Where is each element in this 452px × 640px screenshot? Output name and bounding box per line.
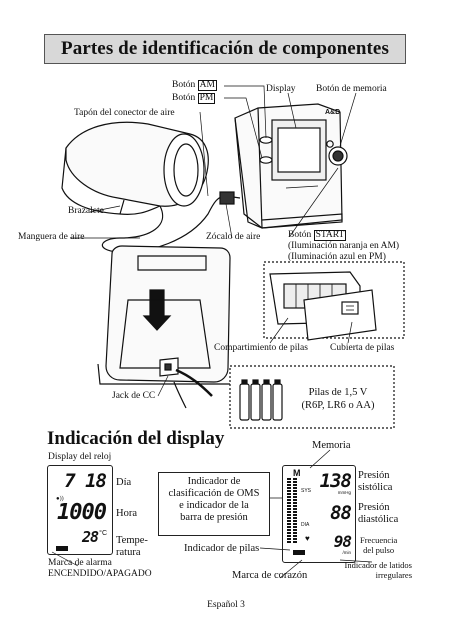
- am-button-label: Botón AM: [172, 80, 217, 91]
- pulse-unit: /min: [342, 550, 351, 555]
- monitor-back-illustration: [97, 245, 231, 409]
- dc-jack-label: Jack de CC: [112, 391, 156, 401]
- air-hose-label: Manguera de aire: [18, 232, 85, 242]
- pressure-bar-left: [287, 478, 291, 544]
- diastolic-label: Presión diastólica: [358, 502, 399, 525]
- battery-indicator-icon: [293, 550, 305, 555]
- battery-cover-label: Cubierta de pilas: [330, 343, 395, 353]
- clock-display-label: Display del reloj: [48, 452, 112, 462]
- heart-mark-label: Marca de corazón: [232, 570, 308, 581]
- day-value: 7 18: [64, 470, 107, 492]
- display-label: Display: [266, 84, 296, 94]
- batteries-label: Pilas de 1,5 V (R6P, LR6 o AA): [301, 387, 375, 411]
- temperature-label: Tempe- ratura: [116, 535, 148, 558]
- air-plug-label: Tapón del conector de aire: [74, 108, 175, 118]
- page-title: Partes de identificación de componentes: [61, 38, 389, 59]
- heart-icon: ♥: [305, 534, 310, 543]
- memory-label: Memoria: [312, 440, 351, 451]
- systolic-label: Presión sistólica: [358, 470, 393, 493]
- sys-value: 138: [319, 470, 352, 492]
- who-classification-callout: Indicador de clasificación de OMS e indi…: [158, 472, 270, 536]
- sys-tag: SYS: [301, 488, 312, 494]
- cuff-illustration: [61, 121, 209, 215]
- alarm-mark-label: Marca de alarma ENCENDIDO/APAGADO: [48, 558, 152, 579]
- time-label: Hora: [116, 508, 137, 519]
- pm-button-label: Botón PM: [172, 93, 216, 104]
- alarm-on-indicator: [56, 546, 68, 551]
- sys-unit: mmHg: [337, 490, 351, 495]
- air-socket-label: Zócalo de aire: [206, 232, 261, 242]
- clock-lcd-panel: 7 18 ●)) 1000 28 °C: [47, 465, 113, 555]
- section-title-banner: Partes de identificación de componentes: [44, 34, 406, 64]
- pulse-value: 98: [333, 532, 352, 551]
- pressure-bar-right: [293, 478, 297, 544]
- temp-unit: °C: [99, 530, 107, 537]
- page-number: Español 3: [207, 600, 245, 610]
- battery-indicator-label: Indicador de pilas: [184, 543, 260, 554]
- temp-value: 28: [81, 528, 99, 546]
- display-section-title: Indicación del display: [47, 428, 225, 449]
- pulse-label: Frecuencia del pulso: [360, 535, 398, 555]
- time-value: 1000: [57, 500, 107, 525]
- battery-compartment-illustration: [263, 261, 405, 341]
- monitor-illustration: [234, 103, 348, 229]
- alarm-bell-icon: ●)): [56, 496, 64, 502]
- day-label: Día: [116, 477, 132, 488]
- batteries-illustration: [229, 365, 395, 429]
- irregular-heartbeat-label: Indicador de latidos irregulares: [344, 560, 412, 580]
- memory-m-icon: M: [293, 468, 301, 478]
- dia-tag: DIA: [301, 522, 310, 528]
- cuff-label: Brazalete: [68, 206, 104, 216]
- battery-compartment-label: Compartimiento de pilas: [214, 343, 308, 353]
- bp-lcd-panel: M SYS 138 mmHg DIA 88 ♥ 98 /min: [282, 465, 356, 563]
- brand-logo: A&D: [325, 109, 341, 116]
- memory-button-label: Botón de memoria: [316, 84, 387, 94]
- dia-value: 88: [330, 502, 352, 524]
- start-button-label: Botón START (Iluminación naranja en AM) …: [288, 230, 400, 262]
